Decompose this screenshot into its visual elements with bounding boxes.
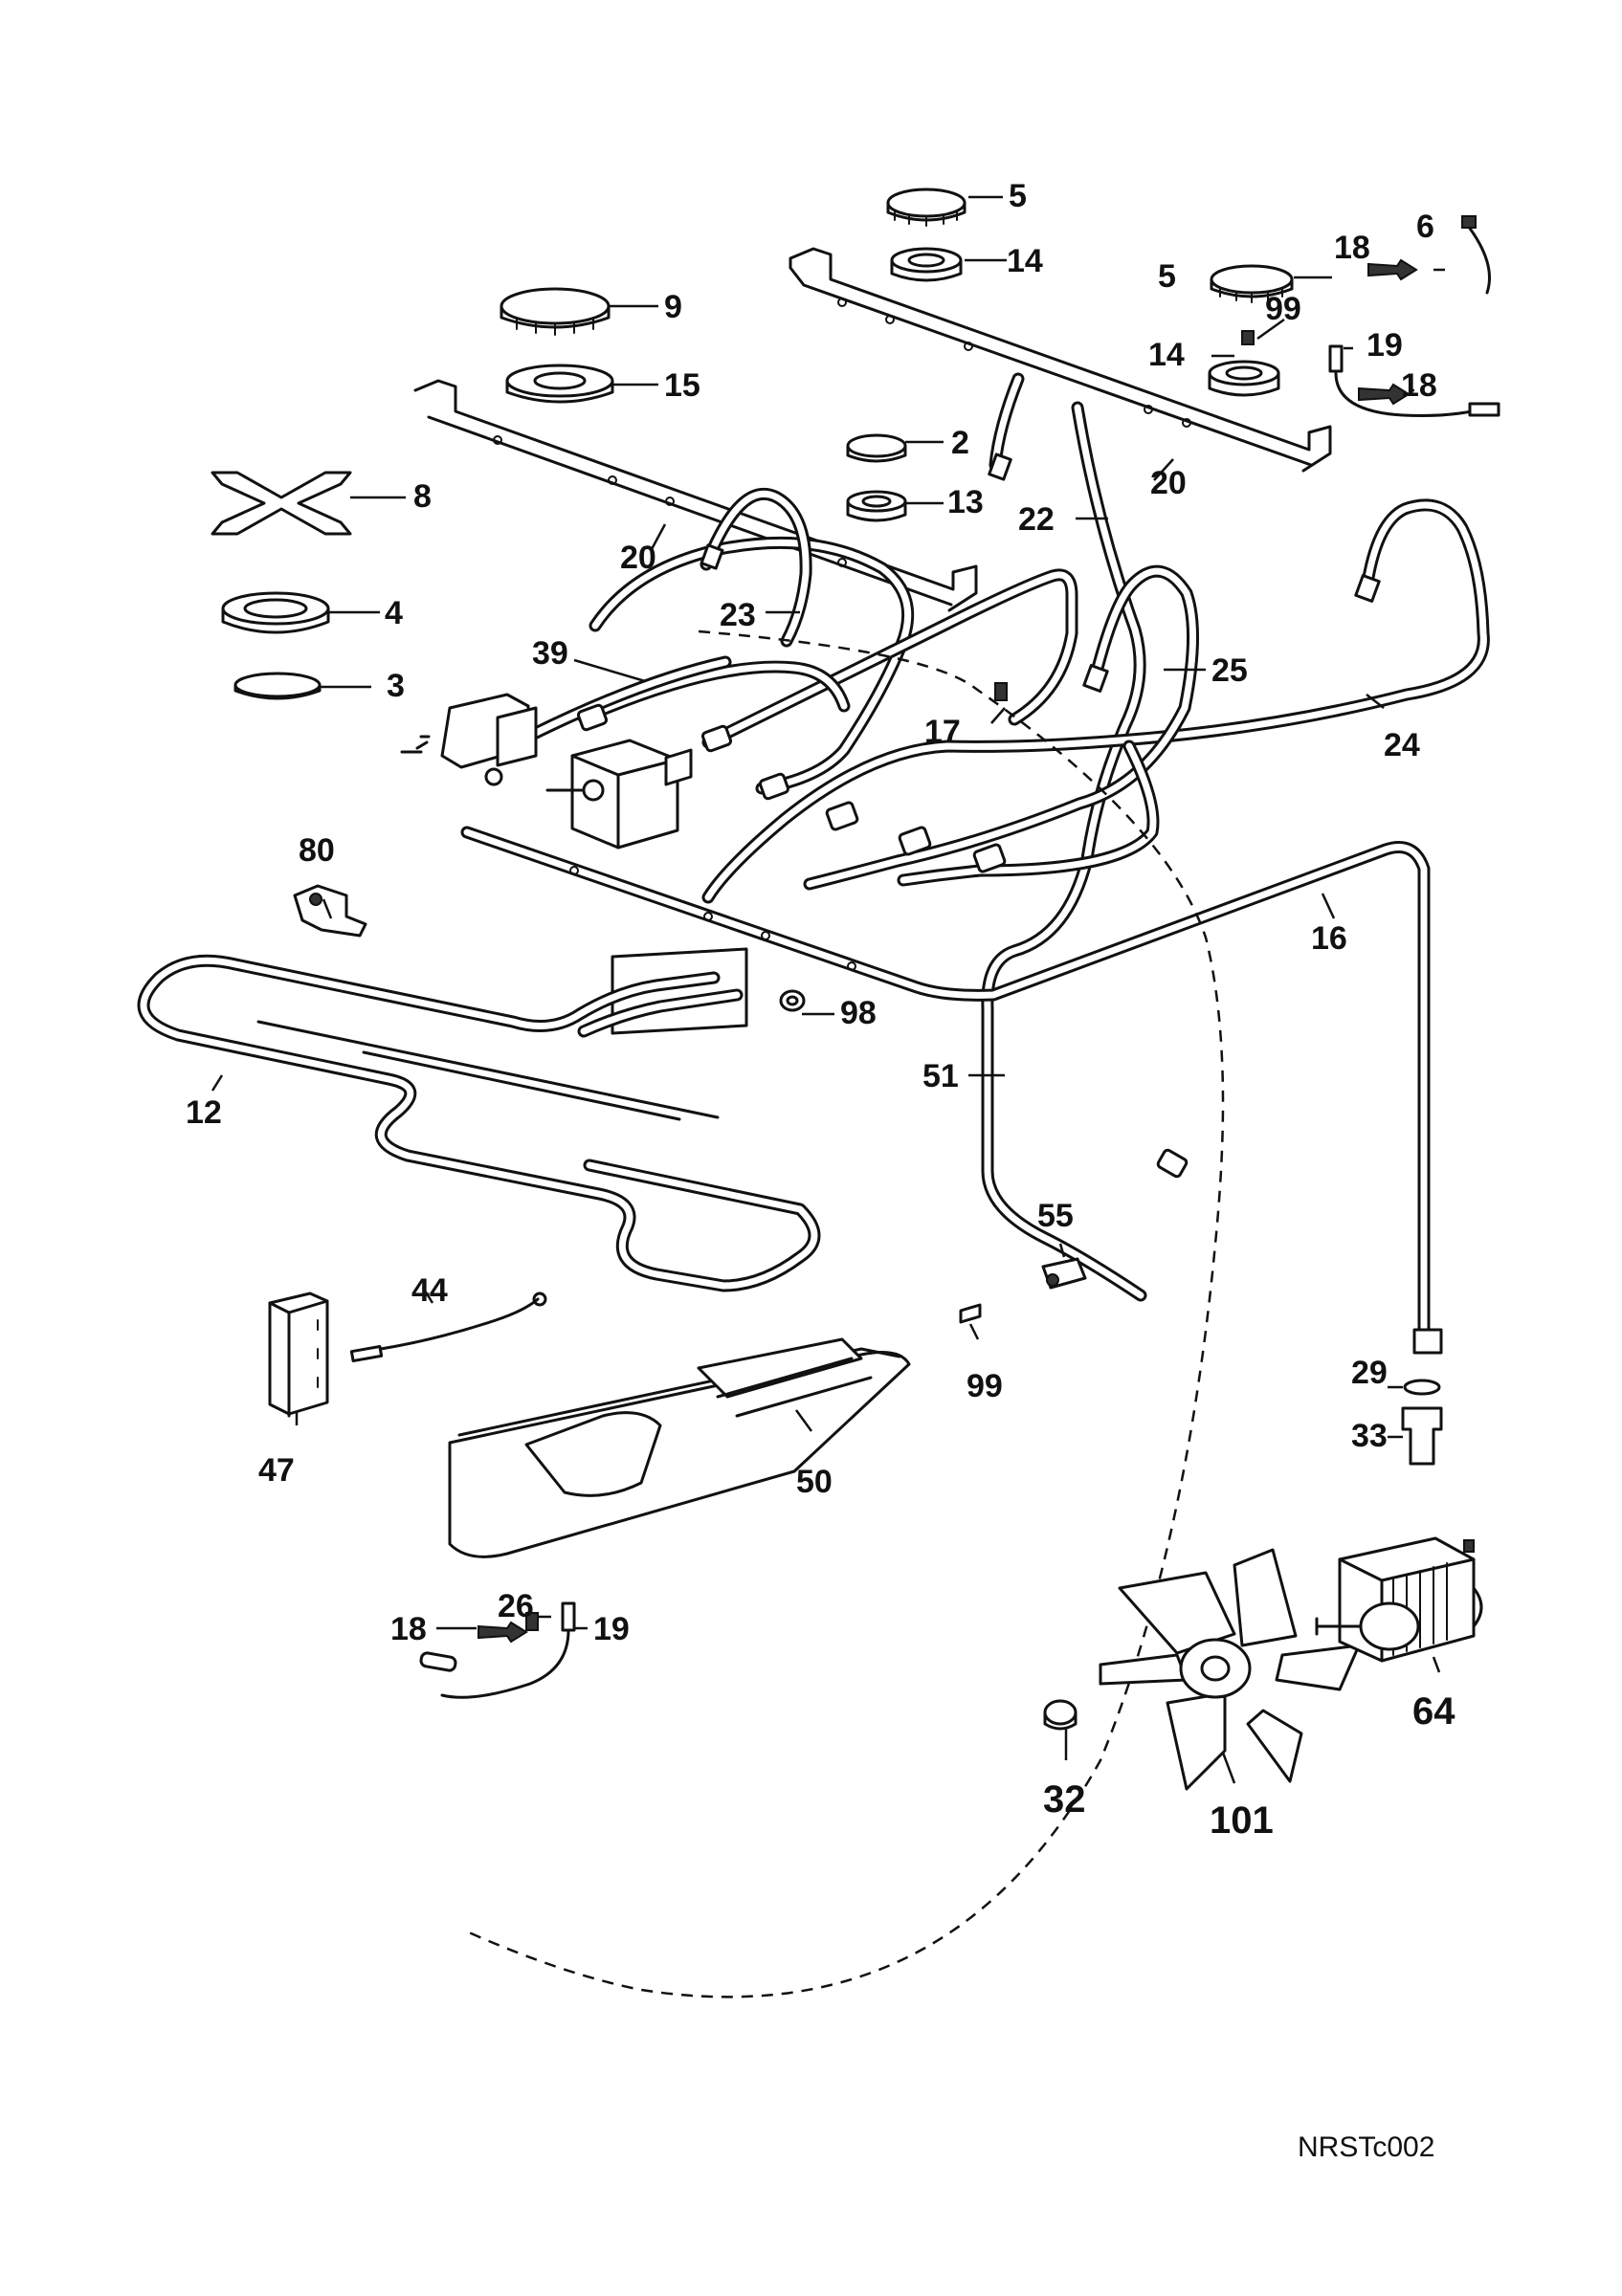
screw-99-top bbox=[1241, 330, 1255, 345]
callout-label: 15 bbox=[664, 367, 700, 404]
callout-label: 55 bbox=[1037, 1198, 1074, 1234]
fan-blade-101 bbox=[1099, 1548, 1361, 1791]
callout-label: 19 bbox=[593, 1611, 630, 1647]
callout-label: 101 bbox=[1210, 1799, 1274, 1842]
burner-cap-9 bbox=[500, 287, 611, 336]
injector-17 bbox=[994, 682, 1008, 701]
callout-label: 50 bbox=[796, 1464, 833, 1500]
callout-label: 20 bbox=[1150, 465, 1187, 501]
callout-label: 4 bbox=[385, 595, 403, 631]
callout-label: 44 bbox=[411, 1272, 448, 1309]
callout-label: 32 bbox=[1043, 1778, 1086, 1821]
gas-tube-16 bbox=[460, 826, 1443, 1355]
callout-label: 6 bbox=[1416, 209, 1434, 245]
ignition-wire-19-top bbox=[1328, 344, 1500, 417]
grommet-98 bbox=[779, 989, 806, 1012]
callout-label: 29 bbox=[1351, 1355, 1388, 1391]
oven-base-plate-50 bbox=[448, 1337, 911, 1558]
callout-label: 19 bbox=[1366, 327, 1403, 364]
thermostat-box bbox=[545, 739, 693, 850]
callout-label: 2 bbox=[951, 425, 969, 461]
callout-label: 47 bbox=[258, 1452, 295, 1489]
terminal-18-right bbox=[1358, 383, 1411, 406]
seal-29 bbox=[1403, 1379, 1441, 1396]
gas-tap-assembly bbox=[400, 693, 538, 786]
burner-base-15 bbox=[505, 364, 614, 404]
fan-motor-64 bbox=[1315, 1536, 1483, 1663]
terminal-18-top bbox=[1367, 258, 1418, 281]
callout-label: 3 bbox=[387, 668, 405, 704]
callout-label: 18 bbox=[1401, 367, 1437, 404]
callout-label: 26 bbox=[498, 1588, 534, 1624]
callout-label: 25 bbox=[1211, 652, 1248, 689]
burner-base-14-top bbox=[890, 247, 963, 282]
burner-cap-5-top bbox=[886, 188, 967, 227]
callout-label: 16 bbox=[1311, 920, 1347, 957]
callout-label: 33 bbox=[1351, 1418, 1388, 1454]
callout-label: 13 bbox=[947, 484, 984, 520]
callout-label: 5 bbox=[1009, 178, 1027, 214]
burner-base-14-right bbox=[1208, 360, 1280, 397]
burner-base-13 bbox=[846, 490, 907, 522]
burner-cap-5-right bbox=[1210, 264, 1294, 303]
terminal-26 bbox=[525, 1612, 539, 1631]
callout-label: 39 bbox=[532, 635, 568, 672]
ignition-lead-19-lower bbox=[419, 1601, 576, 1699]
callout-label: 12 bbox=[186, 1094, 222, 1131]
drawing-code: NRSTc002 bbox=[1298, 2131, 1434, 2163]
grill-element-12 bbox=[137, 947, 821, 1292]
callout-label: 99 bbox=[1265, 291, 1301, 327]
terminal-18-lower bbox=[478, 1621, 528, 1644]
callout-label: 18 bbox=[1334, 230, 1370, 266]
ignition-wire-6 bbox=[1461, 215, 1491, 295]
callout-label: 24 bbox=[1384, 727, 1420, 763]
injector-55 bbox=[1041, 1257, 1087, 1290]
callout-label: 51 bbox=[922, 1058, 959, 1094]
leader-lines bbox=[211, 195, 1445, 1784]
wire-routing-dashed bbox=[468, 629, 1225, 1998]
callout-label: 18 bbox=[390, 1611, 427, 1647]
thermostat-80 bbox=[293, 884, 367, 938]
connector-33 bbox=[1401, 1406, 1443, 1466]
callout-label: 5 bbox=[1158, 258, 1176, 295]
pipe-nut bbox=[576, 703, 1189, 1179]
ignition-generator-47 bbox=[268, 1292, 329, 1418]
fan-nut-32 bbox=[1043, 1699, 1078, 1731]
gas-pipe-39 bbox=[518, 487, 851, 745]
gas-pipe-25 bbox=[803, 564, 1199, 891]
callout-label: 20 bbox=[620, 540, 656, 576]
gas-pipe-24 bbox=[701, 498, 1490, 904]
callout-label: 14 bbox=[1007, 243, 1043, 279]
callout-label: 64 bbox=[1412, 1690, 1455, 1733]
callout-label: 9 bbox=[664, 289, 682, 325]
callout-label: 14 bbox=[1148, 337, 1185, 373]
callout-label: 80 bbox=[299, 832, 335, 869]
callout-label: 98 bbox=[840, 995, 877, 1031]
callout-label: 8 bbox=[413, 478, 432, 515]
callout-label: 22 bbox=[1018, 501, 1055, 538]
callout-label: 23 bbox=[720, 597, 756, 633]
support-bar-20-upper bbox=[789, 247, 1332, 473]
callout-label: 99 bbox=[967, 1368, 1003, 1404]
burner-cap-2 bbox=[846, 433, 907, 463]
callout-labels: 2 3 4 5 5 6 8 9 12 13 14 14 15 16 17 18 … bbox=[186, 178, 1455, 1842]
burner-ring-4 bbox=[221, 591, 330, 634]
injector-99-lower bbox=[959, 1303, 982, 1324]
pan-support-8 bbox=[211, 471, 352, 536]
ignition-lead-44 bbox=[349, 1292, 547, 1363]
gas-pipe-22 bbox=[981, 372, 1147, 1302]
gas-pipe-23 bbox=[589, 536, 1078, 795]
callout-label: 17 bbox=[924, 714, 961, 750]
seal-ring-3 bbox=[233, 672, 322, 700]
